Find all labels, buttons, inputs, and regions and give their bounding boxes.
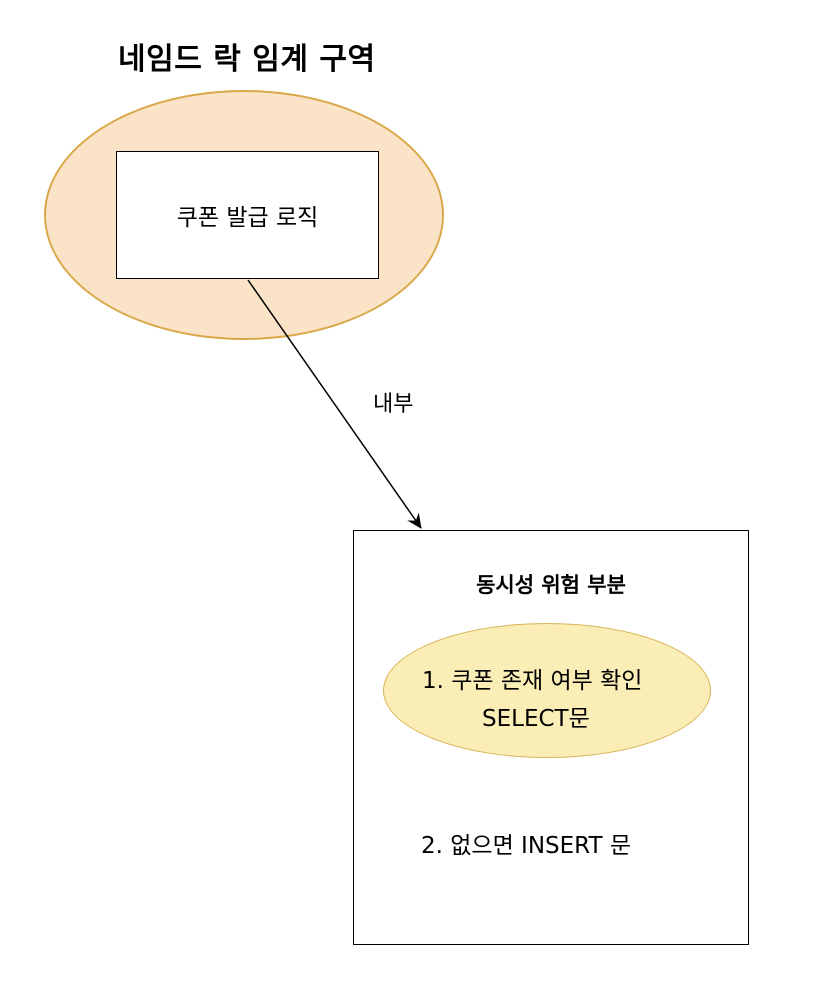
connector-label: 내부	[373, 392, 414, 417]
coupon-issue-logic-label: 쿠폰 발급 로직	[176, 205, 319, 231]
diagram-title: 네임드 락 임계 구역	[118, 42, 376, 77]
concurrency-risk-title: 동시성 위험 부분	[476, 573, 626, 597]
select-step-line1: 1. 쿠폰 존재 여부 확인	[422, 668, 643, 694]
insert-step-label: 2. 없으면 INSERT 문	[421, 833, 631, 859]
concurrency-risk-box: 동시성 위험 부분 1. 쿠폰 존재 여부 확인 SELECT문 2. 없으면 …	[353, 530, 749, 945]
select-step-ellipse	[383, 623, 711, 758]
coupon-issue-logic-box: 쿠폰 발급 로직	[116, 151, 379, 279]
select-step-line2: SELECT문	[482, 706, 590, 732]
